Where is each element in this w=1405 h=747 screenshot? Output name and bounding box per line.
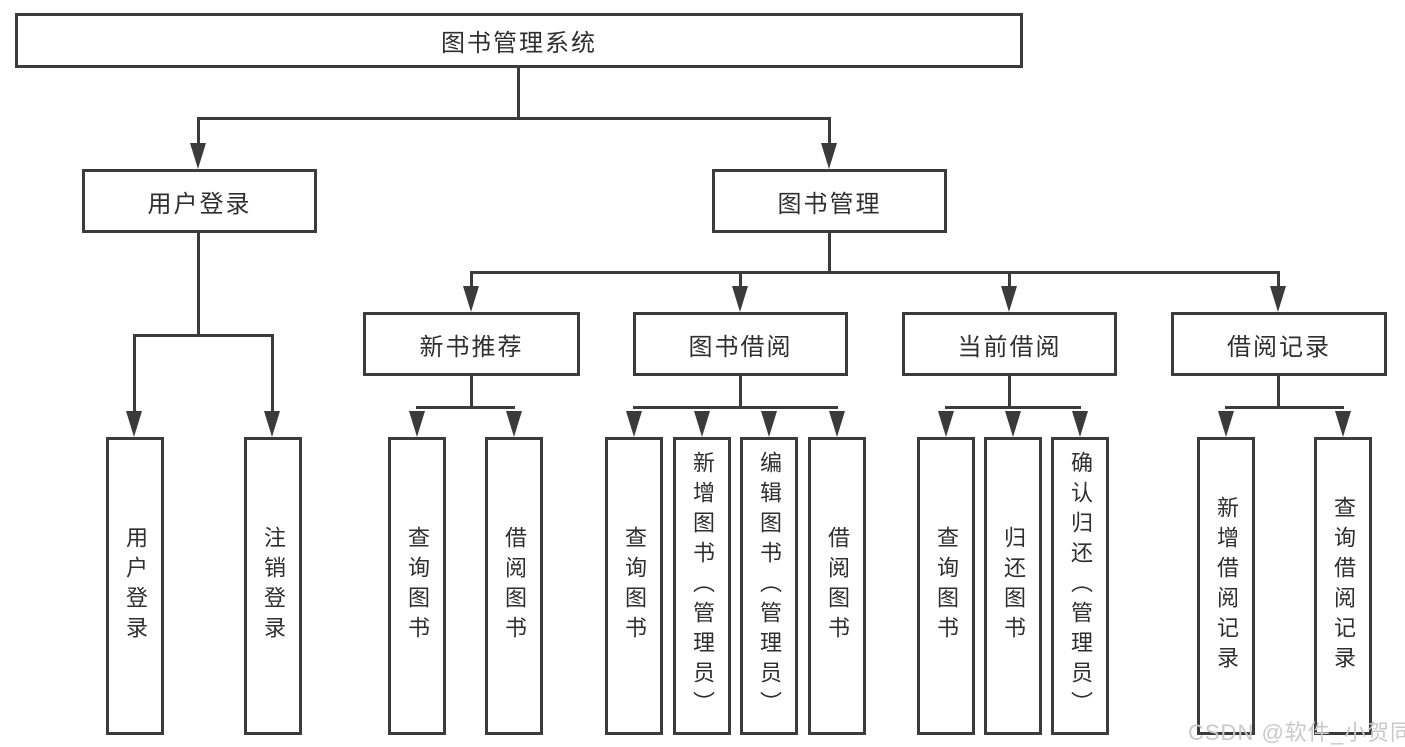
arrow-to-query-book-1 bbox=[409, 411, 425, 437]
connector-root-rail bbox=[197, 117, 831, 120]
csdn-watermark: CSDN @软件_小贺同学 bbox=[1188, 720, 1405, 745]
arrow-to-book-borrow bbox=[732, 286, 748, 312]
arrow-to-edit-book bbox=[761, 411, 777, 437]
connector-book-borrow-rail bbox=[633, 406, 838, 409]
connector-stub-book-mgmt bbox=[828, 118, 831, 146]
connector-root-stem bbox=[517, 68, 520, 118]
node-new-book-rec-label: 新书推荐 bbox=[419, 333, 524, 361]
node-root: 图书管理系统 bbox=[15, 13, 1023, 68]
connector-user-login-stem bbox=[197, 233, 200, 335]
node-user-login: 用户登录 bbox=[82, 169, 317, 233]
node-borrow-records: 借阅记录 bbox=[1171, 312, 1387, 376]
node-leaf-query-book-2-label: 查询图书 bbox=[622, 526, 647, 646]
connector-stub-new-book-rec bbox=[470, 272, 473, 288]
node-leaf-add-borrow-record-label: 新增借阅记录 bbox=[1214, 496, 1239, 676]
node-leaf-logout: 注销登录 bbox=[244, 437, 302, 735]
arrow-to-borrow-records bbox=[1270, 286, 1286, 312]
node-leaf-return-book: 归还图书 bbox=[984, 437, 1042, 735]
arrow-to-confirm-return bbox=[1072, 411, 1088, 437]
arrow-to-new-book-rec bbox=[463, 286, 479, 312]
arrow-to-query-book-3 bbox=[938, 411, 954, 437]
arrow-to-query-book-2 bbox=[626, 411, 642, 437]
connector-borrow-records-stem bbox=[1277, 376, 1280, 407]
node-new-book-rec: 新书推荐 bbox=[363, 312, 580, 376]
arrow-to-leaf-user-login bbox=[126, 411, 142, 437]
arrow-to-query-borrow-record bbox=[1335, 411, 1351, 437]
connector-current-borrow-stem bbox=[1008, 376, 1011, 407]
node-book-mgmt-label: 图书管理 bbox=[777, 190, 882, 218]
arrow-to-user-login bbox=[190, 143, 206, 169]
arrow-to-add-book bbox=[694, 411, 710, 437]
node-leaf-query-book-1-label: 查询图书 bbox=[405, 526, 430, 646]
connector-stub-borrow-records bbox=[1277, 272, 1280, 288]
node-leaf-confirm-return-label: 确认归还（管理员） bbox=[1068, 451, 1093, 721]
node-leaf-user-login: 用户登录 bbox=[106, 437, 164, 735]
node-leaf-return-book-label: 归还图书 bbox=[1001, 526, 1026, 646]
connector-stub-leaf-logout bbox=[271, 335, 274, 413]
node-leaf-add-borrow-record: 新增借阅记录 bbox=[1197, 437, 1255, 735]
node-leaf-edit-book-label: 编辑图书（管理员） bbox=[757, 451, 782, 721]
node-leaf-borrow-book-1-label: 借阅图书 bbox=[502, 526, 527, 646]
connector-book-borrow-stem bbox=[739, 376, 742, 407]
node-leaf-borrow-book-1: 借阅图书 bbox=[485, 437, 543, 735]
connector-stub-book-borrow bbox=[739, 272, 742, 288]
node-leaf-query-book-3-label: 查询图书 bbox=[934, 526, 959, 646]
connector-stub-user-login bbox=[197, 118, 200, 146]
arrow-to-current-borrow bbox=[1001, 286, 1017, 312]
node-leaf-query-book-1: 查询图书 bbox=[388, 437, 446, 735]
node-current-borrow-label: 当前借阅 bbox=[957, 333, 1062, 361]
node-leaf-query-borrow-record-label: 查询借阅记录 bbox=[1331, 496, 1356, 676]
connector-new-book-rec-stem bbox=[470, 376, 473, 407]
node-book-mgmt: 图书管理 bbox=[712, 169, 947, 233]
node-leaf-query-borrow-record: 查询借阅记录 bbox=[1314, 437, 1372, 735]
node-current-borrow: 当前借阅 bbox=[902, 312, 1117, 376]
connector-stub-leaf-user-login bbox=[133, 335, 136, 413]
connector-new-book-rec-rail bbox=[416, 406, 515, 409]
connector-user-login-rail bbox=[133, 334, 274, 337]
arrow-to-book-mgmt bbox=[821, 143, 837, 169]
connector-borrow-records-rail bbox=[1225, 406, 1344, 409]
node-leaf-edit-book: 编辑图书（管理员） bbox=[740, 437, 798, 735]
node-leaf-logout-label: 注销登录 bbox=[261, 526, 286, 646]
node-leaf-confirm-return: 确认归还（管理员） bbox=[1051, 437, 1109, 735]
node-borrow-records-label: 借阅记录 bbox=[1227, 333, 1331, 361]
connector-book-mgmt-rail bbox=[470, 271, 1280, 274]
arrow-to-borrow-book-2 bbox=[829, 411, 845, 437]
connector-book-mgmt-stem bbox=[828, 233, 831, 272]
node-leaf-add-book-label: 新增图书（管理员） bbox=[690, 451, 715, 721]
node-leaf-borrow-book-2: 借阅图书 bbox=[808, 437, 866, 735]
node-book-borrow-label: 图书借阅 bbox=[688, 333, 793, 361]
node-leaf-user-login-label: 用户登录 bbox=[123, 526, 148, 646]
node-root-label: 图书管理系统 bbox=[441, 30, 597, 57]
node-leaf-query-book-2: 查询图书 bbox=[605, 437, 663, 735]
arrow-to-return-book bbox=[1005, 411, 1021, 437]
arrow-to-add-borrow-record bbox=[1218, 411, 1234, 437]
connector-stub-current-borrow bbox=[1008, 272, 1011, 288]
node-user-login-label: 用户登录 bbox=[147, 190, 252, 218]
node-leaf-query-book-3: 查询图书 bbox=[917, 437, 975, 735]
node-book-borrow: 图书借阅 bbox=[633, 312, 848, 376]
arrow-to-leaf-logout bbox=[264, 411, 280, 437]
node-leaf-add-book: 新增图书（管理员） bbox=[673, 437, 731, 735]
arrow-to-borrow-book-1 bbox=[506, 411, 522, 437]
connector-current-borrow-rail bbox=[945, 406, 1081, 409]
node-leaf-borrow-book-2-label: 借阅图书 bbox=[825, 526, 850, 646]
